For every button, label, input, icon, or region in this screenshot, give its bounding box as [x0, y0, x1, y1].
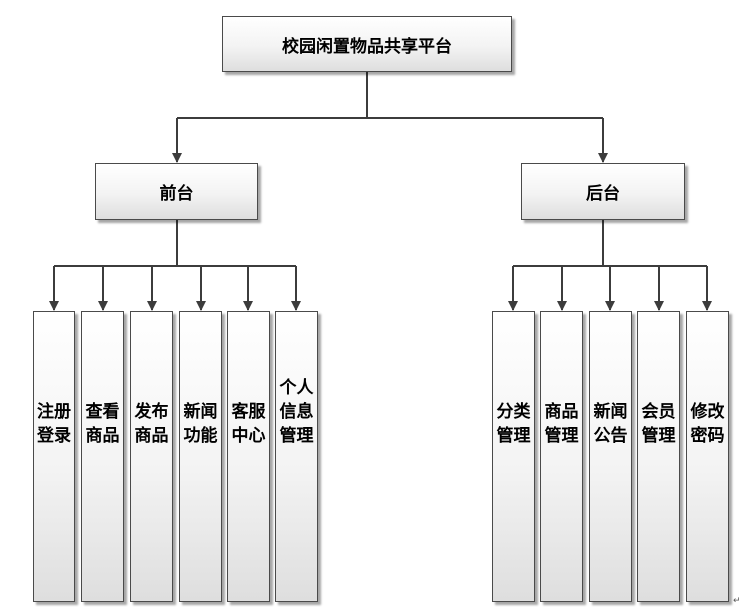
- leaf-node-label: 查看商品: [85, 402, 120, 446]
- leaf-node-label: 个人信息管理: [279, 378, 314, 446]
- leaf-node-label: 新闻功能: [183, 402, 218, 446]
- leaf-node-label: 修改密码: [690, 402, 725, 446]
- root-node-label: 校园闲置物品共享平台: [282, 36, 452, 57]
- leaf-node-label: 商品管理: [544, 402, 579, 446]
- leaf-node-label: 发布商品: [134, 402, 169, 446]
- leaf-node-label: 会员管理: [641, 402, 676, 446]
- leaf-node-label: 客服中心: [231, 402, 266, 446]
- leaf-node: 会员管理: [637, 311, 680, 602]
- leaf-node: 修改密码: [686, 311, 729, 602]
- leaf-node: 新闻功能: [179, 311, 222, 602]
- branch-node-label: 前台: [159, 184, 194, 204]
- root-node: 校园闲置物品共享平台: [222, 16, 512, 72]
- leaf-node: 客服中心: [227, 311, 270, 602]
- leaf-node: 商品管理: [540, 311, 583, 602]
- leaf-node: 新闻公告: [589, 311, 632, 602]
- branch-node-backend: 后台: [521, 163, 685, 220]
- leaf-node-label: 分类管理: [496, 402, 531, 446]
- leaf-node: 注册登录: [33, 311, 75, 602]
- leaf-node-label: 新闻公告: [593, 402, 628, 446]
- branch-node-frontend: 前台: [95, 163, 258, 220]
- leaf-node: 查看商品: [81, 311, 124, 602]
- paragraph-mark-icon: ↵: [733, 596, 741, 606]
- leaf-node-label: 注册登录: [37, 402, 71, 446]
- leaf-node: 发布商品: [130, 311, 173, 602]
- branch-node-label: 后台: [586, 184, 620, 204]
- leaf-node: 个人信息管理: [275, 311, 318, 602]
- leaf-node: 分类管理: [492, 311, 535, 602]
